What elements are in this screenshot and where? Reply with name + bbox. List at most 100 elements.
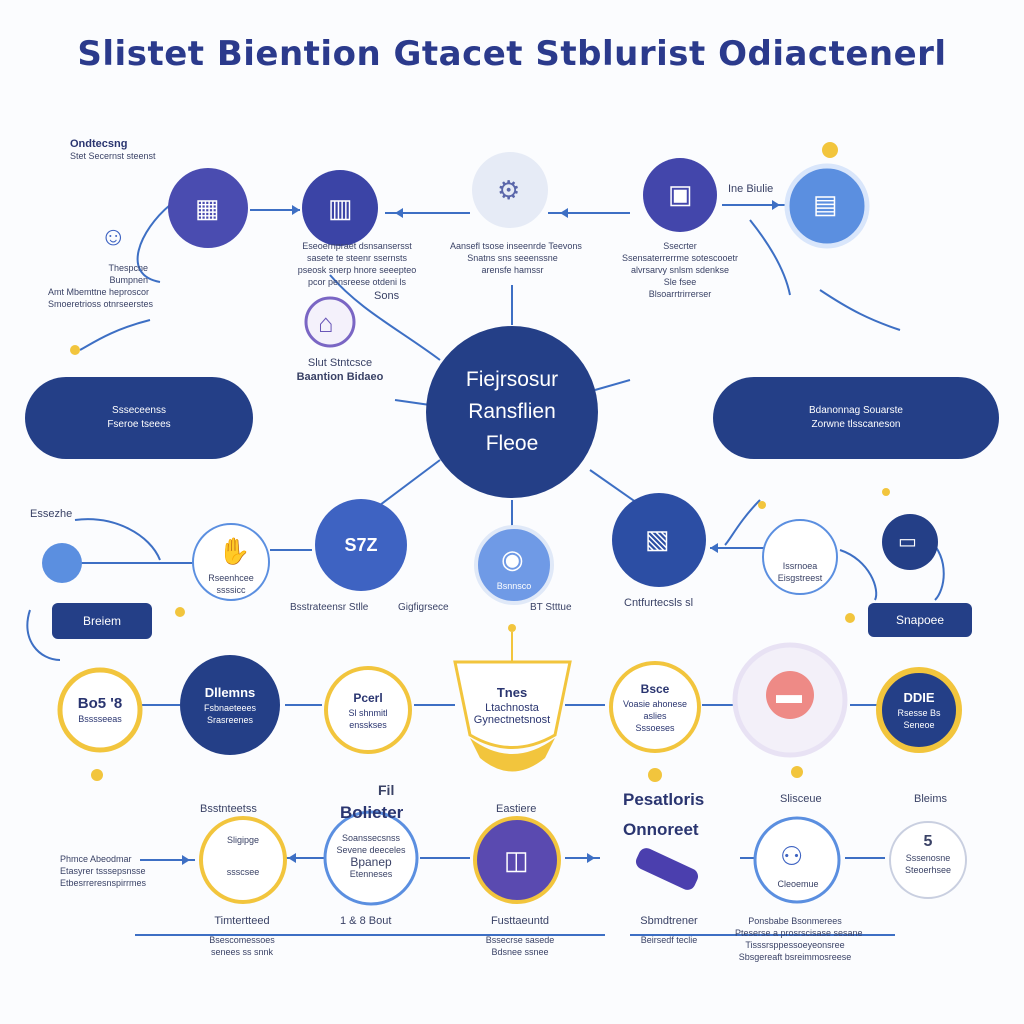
top-heading-sub: Stet Secernst steenst <box>70 151 156 161</box>
hub-line3: Fleoe <box>485 432 539 455</box>
g3-l1: Pcerl <box>353 691 383 705</box>
box-right[interactable]: Snapoee <box>868 603 972 637</box>
sattiere-label: Eastiere <box>496 803 537 815</box>
pill-right-l1: Bdanonnag Souarste <box>809 405 903 416</box>
n-right2-l2: Eisgstreest <box>777 573 823 583</box>
arrowheads <box>182 200 780 865</box>
pill-right-l2: Zorwne tlsscaneson <box>811 419 901 430</box>
node4-side-label: Ine Biulie <box>728 183 774 195</box>
robot-icon: ⚇ <box>780 841 804 871</box>
g5-l4: Sssoeses <box>635 723 675 733</box>
foot1-l2: Bsescomessoes <box>209 935 275 945</box>
hub-line1: Fiejrsosur <box>465 368 559 391</box>
foot4-l2: Beirsedf teclie <box>640 935 698 945</box>
pill-left-l2: Fseroe tseees <box>107 419 171 430</box>
center-label-right: BT Stttue <box>530 602 572 613</box>
bolieter-sub-l1: Soanssecsnss <box>341 833 401 843</box>
node2-l4: pcor pensreese otdeni ls <box>307 277 407 287</box>
server-icon: ▥ <box>328 193 353 223</box>
lock-icon: ⌂ <box>318 308 334 338</box>
node4-l1: Ssecrter <box>663 241 697 251</box>
g7-text: DDIE Rsesse Bs Seneoe <box>897 689 940 731</box>
slisceue-label: Slisceue <box>780 793 822 805</box>
left-side-label: Essezhe <box>30 508 73 520</box>
g4-l1: Tnes <box>496 685 528 700</box>
foot3-l2: Bssecrse sasede <box>485 935 555 945</box>
p-text-l2: Onnoreet <box>623 820 699 839</box>
node2-label: Eseoernpraet dsnsansersst sasete te stee… <box>292 240 422 288</box>
pill-left[interactable]: Ssseceenss Fseroe tseees <box>25 377 253 459</box>
g7-l1: DDIE <box>903 690 935 705</box>
n-center-label: Bsnnsco <box>496 581 532 591</box>
node2-l2: sasete te steenr ssernsts <box>306 253 408 263</box>
box-left[interactable]: Breiem <box>52 603 152 639</box>
foot5-l1: Ponsbabe Bsonmerees <box>748 916 842 926</box>
sz-label: Bsstrateensr Stlle <box>290 602 369 613</box>
g5-l2: Voasie ahonese <box>622 699 688 709</box>
foot4-l1: Sbmdtrener <box>640 915 698 927</box>
foot3-l3: Bdsnee ssnee <box>491 947 549 957</box>
bolieter-sub-l2: Sevene deeceles <box>336 845 406 855</box>
g7-l3: Seneoe <box>903 720 935 730</box>
purple-node-l2: Baantion Bidaeo <box>296 371 384 383</box>
g7-l2: Rsesse Bs <box>897 708 941 718</box>
sb-left-l1: Phmce Abeodmar <box>60 854 132 864</box>
page-title: Slistet Biention Gtacet Stblurist Odiact… <box>77 34 947 74</box>
machine-icon: ▧ <box>645 524 670 554</box>
node4-l5: Blsoarrtrirrerser <box>648 289 712 299</box>
g2-l2: Fsbnaeteees <box>203 703 257 713</box>
s-right-l1: 5 <box>923 833 933 850</box>
hub-line2: Ransflien <box>468 400 556 423</box>
purple-node-label: Slut Stntcsce Baantion Bidaeo <box>290 356 390 384</box>
g4-l2: Ltachnosta <box>485 702 539 714</box>
bolieter-sub-l4: Etenneses <box>349 869 393 879</box>
person-l3: Amt Mbemttne heproscor <box>48 287 150 297</box>
node2-l1: Eseoernpraet dsnsansersst <box>302 241 412 251</box>
central-hub[interactable]: Fiejrsosur Ransflien Fleoe <box>426 326 598 498</box>
foot1-l1: Timtertteed <box>214 915 270 927</box>
sb-left-l2: Etasyrer tsssepsnsse <box>60 866 146 876</box>
n-left-label: Rseenhcee ssssicc <box>195 572 267 596</box>
n-sz-node[interactable]: S7Z <box>344 534 378 555</box>
n-left-l1: Rseenhcee <box>208 573 254 583</box>
node3-label: Aansefl tsose inseenrde Teevons Snatns s… <box>450 240 582 276</box>
person-label: Thespcne Bumpnen Amt Mbemttne heproscor … <box>48 262 154 310</box>
s-right-node-label: Cleoemue <box>777 879 819 889</box>
g4-l3: Gynectnetsnost <box>473 714 551 726</box>
foot5-l4: Sbsgereaft bsreimmosreese <box>738 952 852 962</box>
foot3-l1: Fusttaeuntd <box>490 915 550 927</box>
g7-node[interactable]: DDIE Rsesse Bs Seneoe <box>879 670 959 750</box>
g1-l1: Bo5 '8 <box>77 695 123 712</box>
document-icon: ▤ <box>813 189 838 219</box>
p-text-l1: Pesatloris <box>623 790 705 809</box>
purple-node-l1: Slut Stntcsce <box>307 357 373 369</box>
top-heading-main: Ondtecsng <box>70 138 128 150</box>
n-right2-label: Issrnoea Eisgstreest <box>770 560 830 584</box>
foot4: Sbmdtrener Beirsedf teclie <box>630 915 708 946</box>
person-l4: Smoeretrioss otnrseerstes <box>48 299 154 309</box>
printer-icon: ▬ <box>776 679 802 709</box>
bolieter-label: Bolieter <box>340 803 404 822</box>
sb1-node-l1: Sligipge <box>226 835 260 845</box>
node3-l3: arensfe hamssr <box>481 265 544 275</box>
pill-right[interactable]: Bdanonnag Souarste Zorwne tlsscaneson <box>713 377 999 459</box>
hand-icon: ✋ <box>218 536 251 566</box>
foot1: Timtertteed Bsescomessoes senees ss snnk <box>200 915 284 958</box>
sb1-node-label: Sligipge ssscsee <box>213 834 273 878</box>
foot5-l2: Pteserse a prosrscisase sesane <box>735 928 863 938</box>
person-l2: Bumpnen <box>109 275 148 285</box>
top-heading: Ondtecsng Stet Secernst steenst <box>70 138 156 162</box>
g3-l2: Sl shnmitl <box>348 708 388 718</box>
building-icon: ▦ <box>195 193 220 223</box>
foot5-l3: Tisssrsppessoeyeonsree <box>745 940 845 950</box>
